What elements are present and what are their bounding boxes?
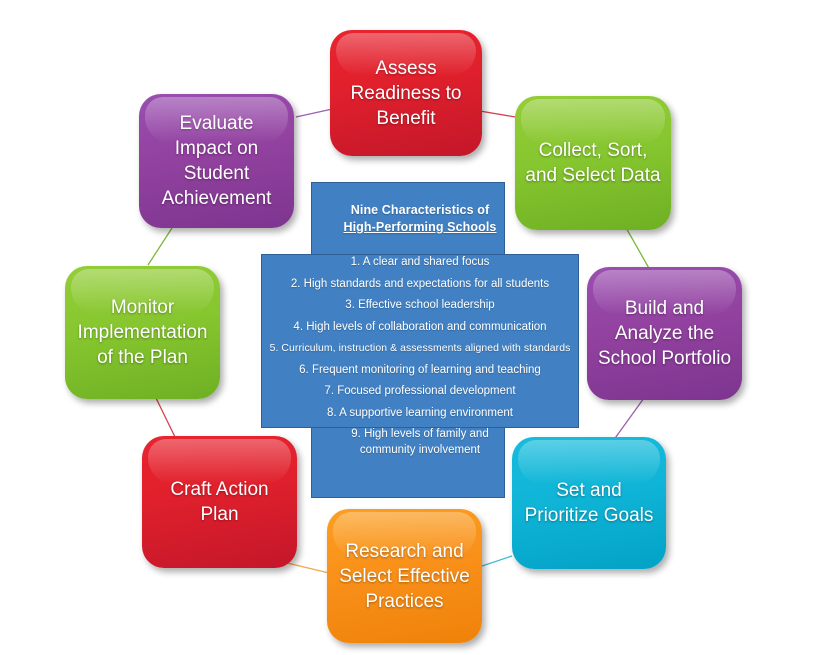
node-build-analyze-portfolio[interactable]: Build and Analyze the School Portfolio — [587, 267, 742, 400]
connector-monitor-evaluate — [147, 227, 173, 266]
node-label: Set and Prioritize Goals — [524, 480, 654, 526]
list-item: 7. Focused professional development — [324, 385, 516, 397]
node-evaluate-impact[interactable]: Evaluate Impact on Student Achievement — [139, 94, 294, 228]
connector-craft-monitor — [155, 397, 176, 438]
list-item: 1. A clear and shared focus — [350, 256, 490, 268]
node-label: Craft Action Plan — [170, 479, 269, 525]
center-title-line2: High-Performing Schools — [343, 220, 497, 234]
node-craft-action-plan[interactable]: Craft Action Plan — [142, 436, 297, 568]
node-label: Research and Select Effective Practices — [339, 540, 470, 612]
center-title: Nine Characteristics of High-Performing … — [343, 202, 496, 236]
node-assess-readiness[interactable]: Assess Readiness to Benefit — [330, 30, 482, 156]
node-label: Evaluate Impact on Student Achievement — [161, 113, 272, 209]
list-item: 4. High levels of collaboration and comm… — [293, 320, 547, 333]
nine-characteristics-list: 1. A clear and shared focus 2. High stan… — [261, 252, 579, 458]
center-cross-content: Nine Characteristics of High-Performing … — [261, 182, 579, 498]
node-label: Assess Readiness to Benefit — [350, 57, 462, 129]
cross-seam — [312, 255, 504, 427]
list-item: 5. Curriculum, instruction & assessments… — [269, 343, 571, 354]
center-title-line1: Nine Characteristics of — [350, 203, 490, 217]
list-item: 2. High standards and expectations for a… — [290, 277, 550, 290]
node-label: Build and Analyze the School Portfolio — [597, 298, 732, 369]
list-item: 8. A supportive learning environment — [326, 406, 514, 419]
node-set-prioritize-goals[interactable]: Set and Prioritize Goals — [512, 437, 666, 569]
list-item: 3. Effective school leadership — [345, 299, 495, 311]
node-label: Collect, Sort, and Select Data — [525, 140, 661, 186]
node-monitor-implementation[interactable]: Monitor Implementation of the Plan — [65, 266, 220, 399]
list-item: 6. Frequent monitoring of learning and t… — [299, 363, 541, 376]
connector-build-goals — [612, 397, 645, 442]
node-research-select-practices[interactable]: Research and Select Effective Practices — [327, 509, 482, 643]
node-collect-sort-select-data[interactable]: Collect, Sort, and Select Data — [515, 96, 671, 230]
connector-collect-build — [624, 225, 651, 271]
list-item: 9. High levels of family and community i… — [351, 428, 489, 456]
node-label: Monitor Implementation of the Plan — [77, 297, 208, 368]
connector-research-craft — [282, 561, 330, 574]
